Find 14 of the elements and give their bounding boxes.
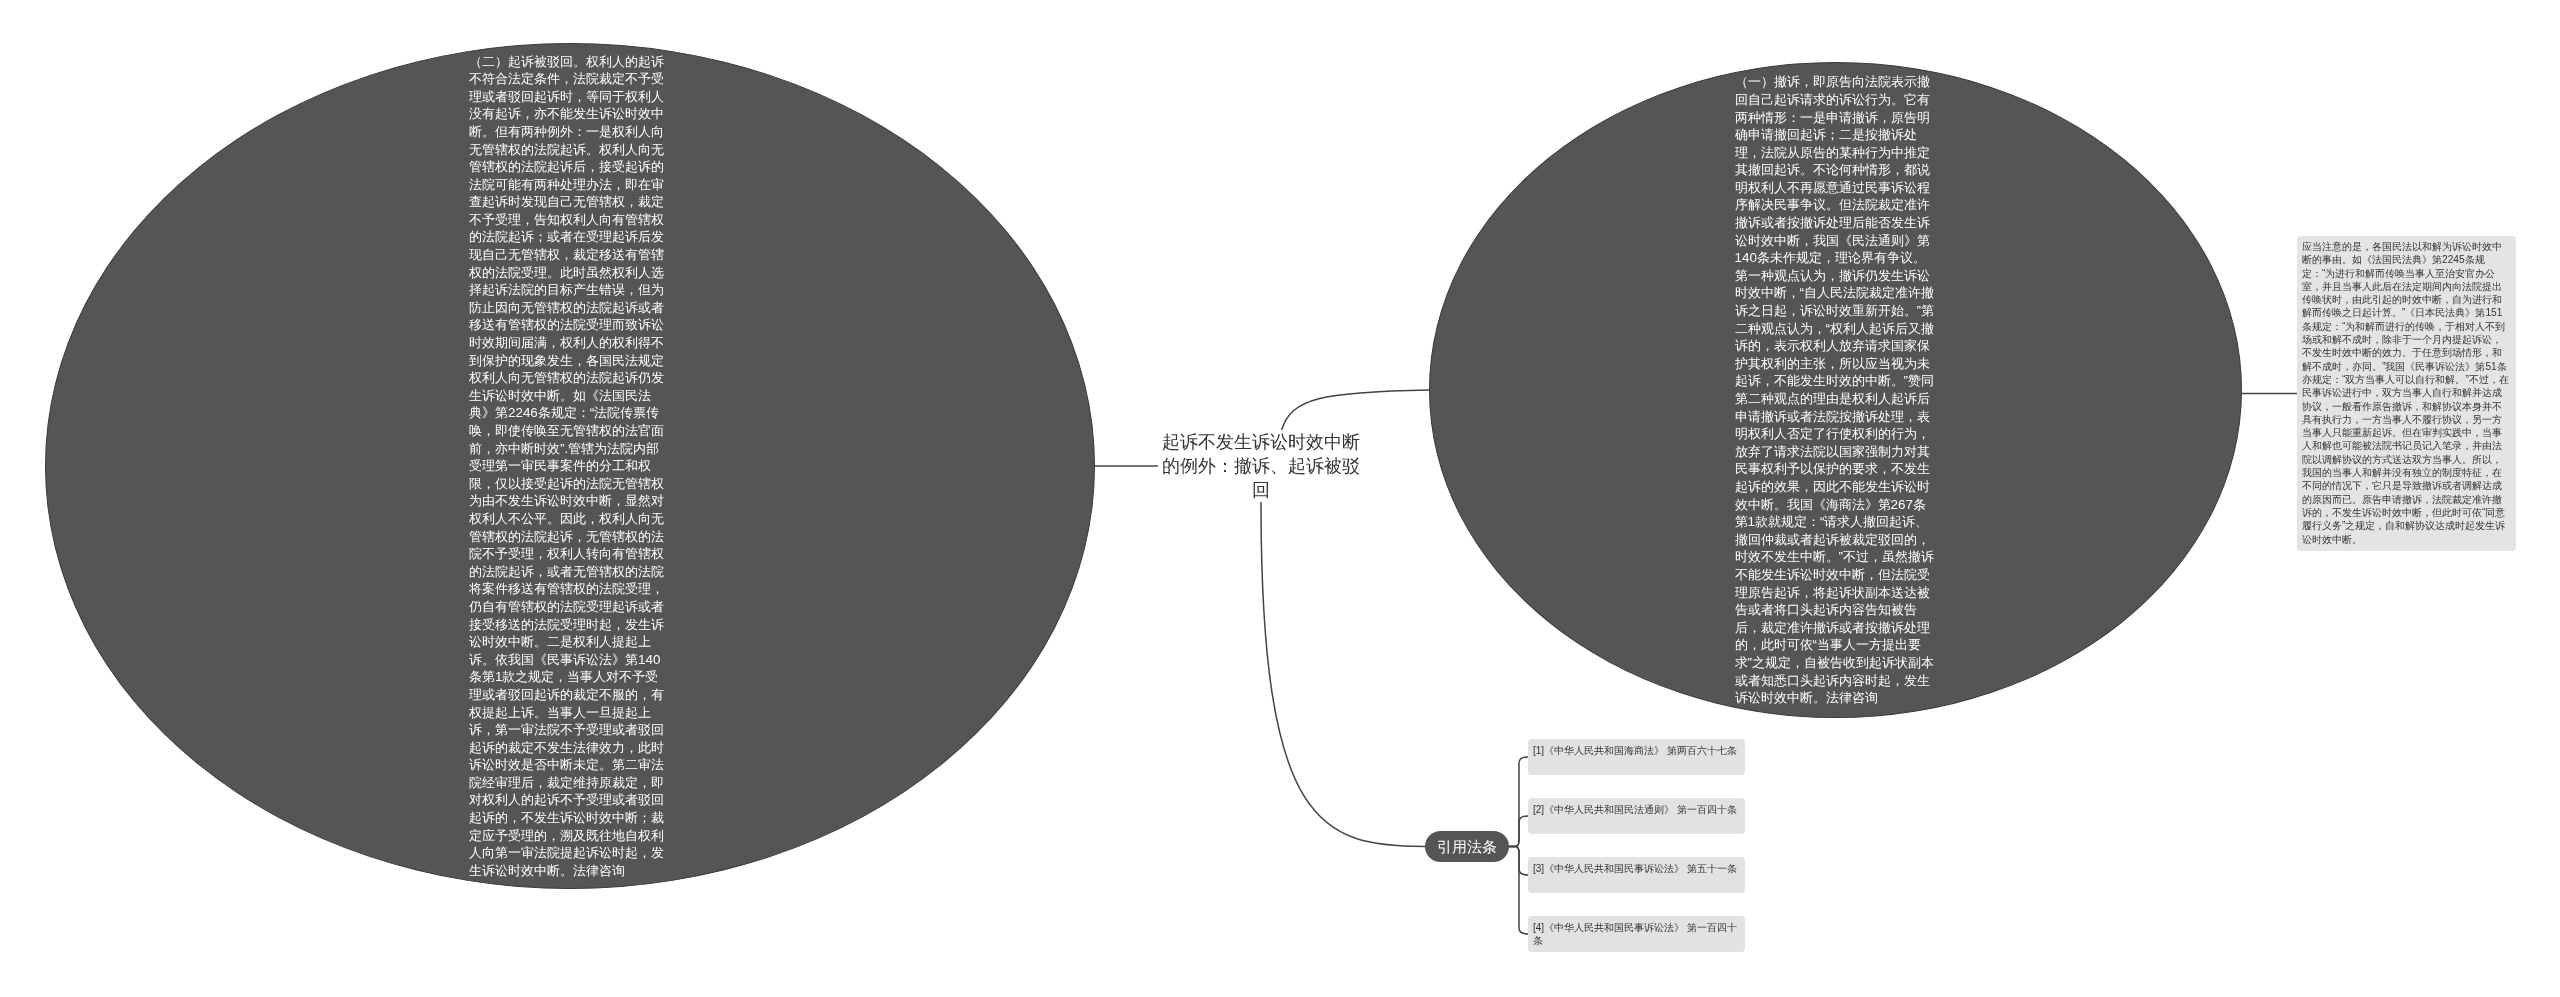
connector-line — [1260, 501, 1426, 848]
connector-line — [1094, 465, 1159, 467]
topic-text: （一）撤诉，即原告向法院表示撤回自己起诉请求的诉讼行为。它有两种情形：一是申请撤诉，原告明确申请撤回起诉；二是按撤诉处理，法院从原告的某种行为中推定其撤回起诉。不论何种情形，都说明权利人不再愿意通过民事诉讼程序解决民事争议。但法院裁定准许撤诉或者按撤诉处理后能否发生诉讼时效中断，我国《民法通则》第140条未作规定，理论界有争议。第一种观点认为，撤诉仍发生诉讼时效中断，“自人民法院裁定准许撤诉之日起，诉讼时效重新开始。”第二种观点认为，“权利人起诉后又撤诉的，表示权利人放弃请求国家保护其权利的主张，所以应当视为未起诉，不能发生时效的中断。”赞同第二种观点的理由是权利人起诉后申请撤诉或者法院按撤诉处理，表明权利人否定了行使权利的行为，放弃了请求法院以国家强制力对其民事权利予以保护的要求，不发生起诉的效果，因此不能发生诉讼时效中断。我国《海商法》第267条第1款就规定：“请求人撤回起诉、撤回仲裁或者起诉被裁定驳回的，时效不发生中断。”不过，虽然撤诉不能发生诉讼时效中断，但法院受理原告起诉，将起诉状副本送达被告或者将口头起诉内容告知被告后，裁定准许撤诉或者按撤诉处理的，此时可依“当事人一方提出要求”之规定，自被告收到起诉状副本或者知悉口头起诉内容时起，发生诉讼时效中断。法律咨询 — [1734, 73, 1935, 707]
topic-title: 起诉不发生诉讼时效中断的例外：撤诉、起诉被驳回 — [1158, 430, 1364, 502]
citation-item: [2]《中华人民共和国民法通则》 第一百四十条 — [1528, 798, 1745, 834]
connector-line — [2241, 392, 2298, 395]
connector-line — [1280, 389, 1430, 431]
citation-item: [4]《中华人民共和国民事诉讼法》 第一百四十条 — [1528, 916, 1745, 952]
note-card: 应当注意的是，各国民法以和解为诉讼时效中断的事由。如《法国民法典》第2245条规定：“为进行和解而传唤当事人至治安官办公室，并且当事人此后在法定期间内向法院提出传唤状时，由此引起的时效中断，自为进行和解而传唤之日起计算。”《日本民法典》第151条规定：“为和解而进行的传唤，于相对人不到场或和解不成时，除非于一个月内提起诉讼，不发生时效中断的效力。于任意到场情形，和解不成时，亦同。”我国《民事诉讼法》第51条亦规定：“双方当事人可以自行和解。”不过，在民事诉讼进行中，双方当事人自行和解并达成协议，一般看作原告撤诉，和解协议本身并不具有执行力，一方当事人不履行协议，另一方当事人只能重新起诉。但在审判实践中，当事人和解也可能被法院书记员记入笔录，并由法院以调解协议的方式送达双方当事人。所以，我国的当事人和解并没有独立的制度特征，在不同的情况下，它只是导致撤诉或者调解达成的原因而已。原告申请撤诉，法院裁定准许撤诉的，不发生诉讼时效中断，但此时可依“同意履行义务”之规定，自和解协议达成时起发生诉讼时效中断。 — [2297, 236, 2516, 551]
citation-item: [3]《中华人民共和国民事诉讼法》 第五十一条 — [1528, 857, 1745, 893]
citation-item: [1]《中华人民共和国海商法》 第两百六十七条 — [1528, 739, 1745, 775]
branch-topic: 引用法条 — [1425, 831, 1509, 862]
connector-line — [1508, 845, 1529, 935]
topic-text: （二）起诉被驳回。权利人的起诉不符合法定条件，法院裁定不予受理或者驳回起诉时，等同于权利人没有起诉，亦不能发生诉讼时效中断。但有两种例外：一是权利人向无管辖权的法院起诉。权利人向无管辖权的法院起诉后，接受起诉的法院可能有两种处理办法，即在审查起诉时发现自己无管辖权，裁定不予受理，告知权利人向有管辖权的法院起诉；或者在受理起诉后发现自己无管辖权，裁定移送有管辖权的法院受理。此时虽然权利人选择起诉法院的目标产生错误，但为防止因向无管辖权的法院起诉或者移送有管辖权的法院受理而致诉讼时效期间届满，权利人的权利得不到保护的现象发生，各国民法规定权利人向无管辖权的法院起诉仍发生诉讼时效中断。如《法国民法典》第2246条规定：“法院传票传唤，即使传唤至无管辖权的法官面前，亦中断时效”.管辖为法院内部受理第一审民事案件的分工和权限，仅以接受起诉的法院无管辖权为由不发生诉讼时效中断，显然对权利人不公平。因此，权利人向无管辖权的法院起诉，无管辖权的法院不予受理，权利人转向有管辖权的法院起诉，或者无管辖权的法院将案件移送有管辖权的法院受理，仍自有管辖权的法院受理起诉或者接受移送的法院受理时起，发生诉讼时效中断。二是权利人提起上诉。依我国《民事诉讼法》第140条第1款之规定，当事人对不予受理或者驳回起诉的裁定不服的，有权提起上诉。当事人一旦提起上诉，第一审法院不予受理或者驳回起诉的裁定不发生法律效力，此时诉讼时效是否中断未定。第二审法院经审理后，裁定维持原裁定，即对权利人的起诉不予受理或者驳回起诉的，不发生诉讼时效中断；裁定应予受理的，溯及既往地自权利人向第一审法院提起诉讼时起，发生诉讼时效中断。法律咨询 — [469, 52, 665, 880]
